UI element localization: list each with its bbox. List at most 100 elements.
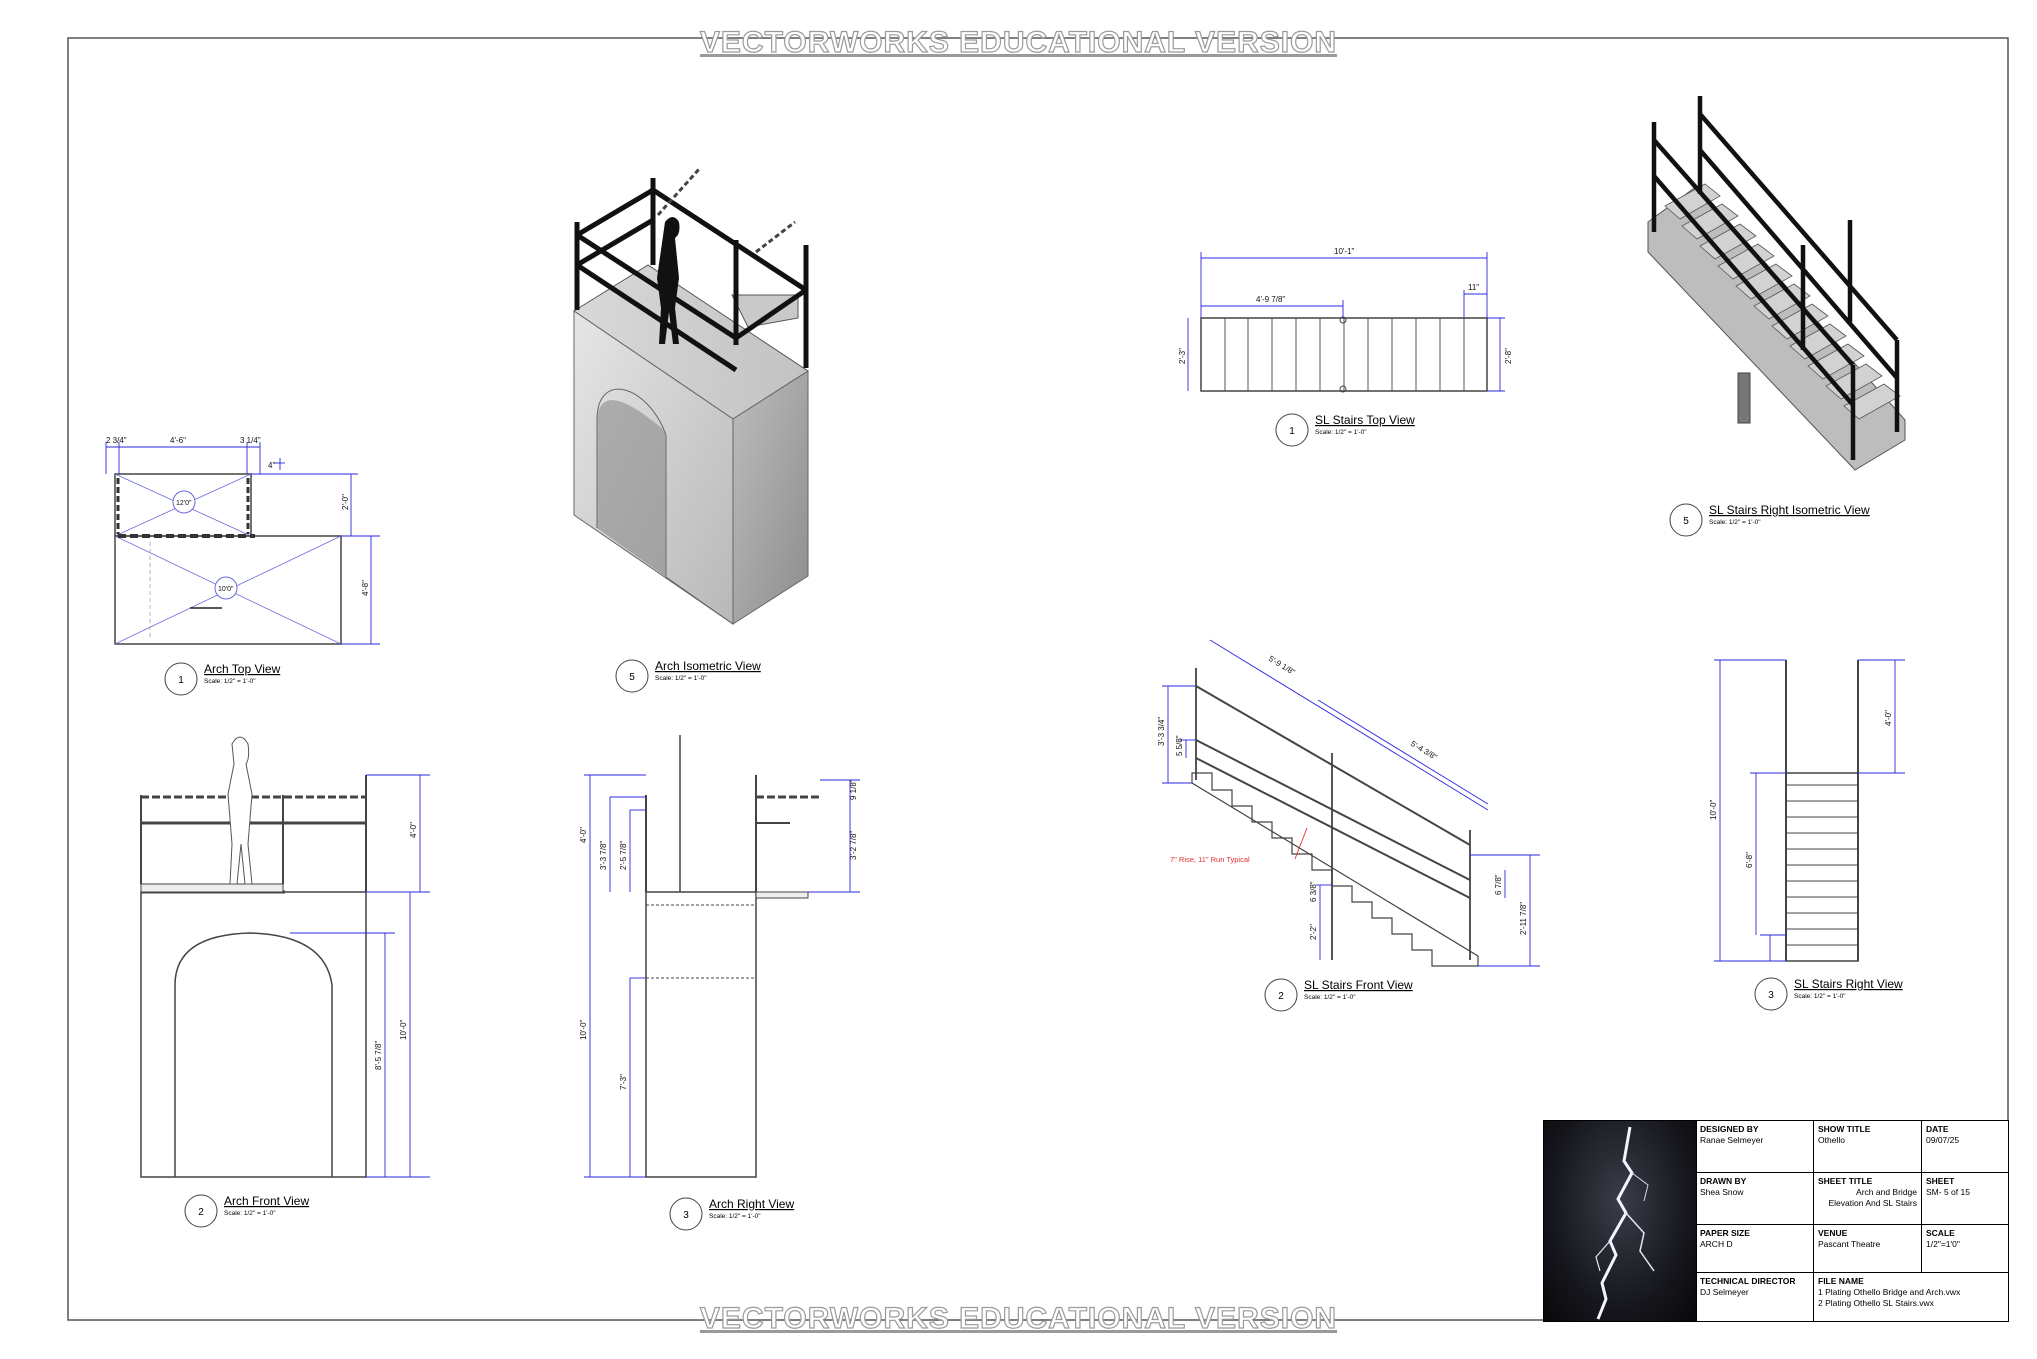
- view-number: 5: [1683, 516, 1689, 527]
- arch-front-dims: [290, 774, 430, 1178]
- view-title: SL Stairs Top View: [1315, 413, 1415, 427]
- view-title: SL Stairs Right View: [1794, 977, 1903, 991]
- arch-isometric-view: [573, 167, 809, 625]
- file-name-line2: 2 Plating Othello SL Stairs.vwx: [1818, 1298, 1934, 1308]
- dim-text: 10'0": [218, 586, 234, 593]
- view-scale: Scale: 1/2" = 1'-0": [204, 678, 256, 685]
- dim-text: 4'-0": [1884, 710, 1893, 726]
- view-label-arch-right: 3 Arch Right View Scale: 1/2" = 1'-0": [669, 1197, 794, 1231]
- venue-value: Pascant Theatre: [1818, 1239, 1881, 1249]
- dim-text: 3'-3 3/4": [1157, 717, 1166, 746]
- dim-text: 11": [1468, 283, 1479, 292]
- technical-director-value: DJ Selmeyer: [1700, 1287, 1749, 1297]
- dim-text: 10'-0": [1709, 799, 1718, 820]
- scale-label: SCALE: [1926, 1228, 1955, 1238]
- view-number: 3: [683, 1210, 689, 1221]
- view-title: Arch Top View: [204, 662, 281, 676]
- sheet-title-line1: Arch and Bridge: [1856, 1187, 1917, 1197]
- dim-text: 10'-0": [399, 1019, 408, 1040]
- dim-text: 10'-0": [579, 1019, 588, 1040]
- dim-text: 5'-9 1/8": [1267, 654, 1297, 677]
- dim-text: 4": [268, 461, 275, 470]
- stairs-right-dims: [1714, 659, 1905, 962]
- watermark-top: VECTORWORKS EDUCATIONAL VERSION: [699, 25, 1338, 59]
- dim-text: 6 7/8": [1494, 874, 1503, 895]
- dim-text: 3 1/4": [240, 436, 261, 445]
- sheet-title-line2: Elevation And SL Stairs: [1828, 1198, 1917, 1208]
- dim-text: 4'-6": [170, 436, 186, 445]
- dim-text: 6 3/8": [1309, 881, 1318, 902]
- stairs-front-view: [1191, 668, 1479, 967]
- dim-text: 4'-8": [361, 580, 370, 596]
- show-title-value: Othello: [1818, 1135, 1845, 1145]
- view-title: Arch Front View: [224, 1194, 309, 1208]
- view-scale: Scale: 1/2" = 1'-0": [1304, 994, 1356, 1001]
- arch-front-view: [140, 736, 367, 1178]
- view-label-stairs-top: 1 SL Stairs Top View Scale: 1/2" = 1'-0": [1275, 413, 1415, 447]
- view-label-arch-iso: 5 Arch Isometric View Scale: 1/2" = 1'-0…: [615, 659, 761, 693]
- dim-text: 2'-0": [341, 494, 350, 510]
- view-number: 1: [178, 675, 184, 686]
- view-label-stairs-right: 3 SL Stairs Right View Scale: 1/2" = 1'-…: [1754, 977, 1903, 1011]
- lightning-icon: [1595, 1126, 1655, 1320]
- dim-text: 6'-8": [1745, 852, 1754, 868]
- view-scale: Scale: 1/2" = 1'-0": [655, 675, 707, 682]
- view-title: Arch Isometric View: [655, 659, 761, 673]
- sheet-value: SM- 5 of 15: [1926, 1187, 1970, 1197]
- view-title: SL Stairs Right Isometric View: [1709, 503, 1870, 517]
- drawn-by-value: Shea Snow: [1700, 1187, 1744, 1197]
- venue-label: VENUE: [1818, 1228, 1848, 1238]
- dim-text: 3'-2 7/8": [849, 831, 858, 860]
- arch-right-dims: [584, 774, 860, 1178]
- dim-text: 8'-5 7/8": [374, 1041, 383, 1070]
- note-leader: [1294, 827, 1308, 860]
- drawn-by-label: DRAWN BY: [1700, 1176, 1747, 1186]
- date-label: DATE: [1926, 1124, 1949, 1134]
- dim-text: 2'-11 7/8": [1519, 902, 1528, 935]
- dim-text: 2 3/4": [106, 436, 127, 445]
- paper-size-value: ARCH D: [1700, 1239, 1733, 1249]
- view-label-arch-front: 2 Arch Front View Scale: 1/2" = 1'-0": [184, 1194, 309, 1228]
- lightning-photo: [1544, 1121, 1697, 1321]
- date-value: 09/07/25: [1926, 1135, 1960, 1145]
- sheet-title-label: SHEET TITLE: [1818, 1176, 1873, 1186]
- technical-director-label: TECHNICAL DIRECTOR: [1700, 1276, 1796, 1286]
- view-number: 3: [1768, 990, 1774, 1001]
- paper-size-label: PAPER SIZE: [1700, 1228, 1750, 1238]
- dim-text: 7'-3": [619, 1074, 628, 1090]
- watermark-bottom: VECTORWORKS EDUCATIONAL VERSION: [699, 1301, 1338, 1335]
- view-scale: Scale: 1/2" = 1'-0": [1315, 429, 1367, 436]
- view-number: 1: [1289, 426, 1295, 437]
- arch-right-view: [645, 735, 820, 1178]
- dim-text: 2'-5 7/8": [619, 841, 628, 870]
- view-label-stairs-front: 2 SL Stairs Front View Scale: 1/2" = 1'-…: [1264, 978, 1413, 1012]
- arch-top-dims: [105, 442, 380, 645]
- stairs-top-dims: [1187, 252, 1505, 392]
- dim-text: 3'-3 7/8": [599, 841, 608, 870]
- view-label-stairs-iso: 5 SL Stairs Right Isometric View Scale: …: [1669, 503, 1870, 537]
- arch-top-view: [114, 473, 342, 645]
- dim-text: 12'0": [176, 500, 192, 507]
- show-title-label: SHOW TITLE: [1818, 1124, 1871, 1134]
- dim-text: 10'-1": [1334, 247, 1355, 256]
- file-name-label: FILE NAME: [1818, 1276, 1864, 1286]
- dim-text: 5 5/8": [1175, 735, 1184, 756]
- stairs-top-view: [1200, 316, 1488, 393]
- view-number: 2: [198, 1207, 204, 1218]
- dim-text: 4'-0": [409, 822, 418, 838]
- designed-by-label: DESIGNED BY: [1700, 1124, 1759, 1134]
- dim-text: 2'-3": [1178, 348, 1187, 364]
- dim-text: 9 1/8": [849, 779, 858, 800]
- sheet-border: [67, 37, 2009, 1321]
- stairs-isometric-view: [1647, 96, 1906, 471]
- dim-text: 2'-8": [1504, 348, 1513, 364]
- view-number: 5: [629, 672, 635, 683]
- scale-value: 1/2"=1'0": [1926, 1239, 1960, 1249]
- stairs-right-view: [1785, 660, 1859, 962]
- dim-text: 2'-2": [1309, 924, 1318, 940]
- title-block: DESIGNED BY Ranae Selmeyer SHOW TITLE Ot…: [1543, 1120, 2009, 1322]
- dim-text: 4'-0": [579, 827, 588, 843]
- view-scale: Scale: 1/2" = 1'-0": [224, 1210, 276, 1217]
